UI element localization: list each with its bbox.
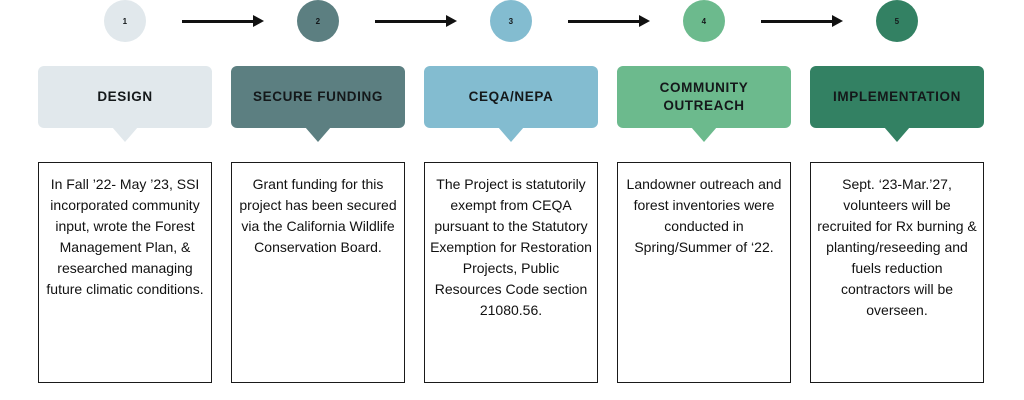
step-number-circle: 1 [104, 0, 146, 42]
arrow-head [639, 15, 650, 27]
arrow-head [446, 15, 457, 27]
step-column-5: 5 IMPLEMENTATION Sept. ‘23-Mar.’27, volu… [810, 0, 984, 400]
arrow-head [832, 15, 843, 27]
step-number: 2 [315, 16, 321, 26]
step-title: SECURE FUNDING [253, 89, 383, 104]
step-header: IMPLEMENTATION [810, 66, 984, 128]
step-column-3: 3 CEQA/NEPA The Project is statutorily e… [424, 0, 598, 400]
step-header-pointer [691, 127, 717, 142]
step-column-2: 2 SECURE FUNDING Grant funding for this … [231, 0, 405, 400]
step-title: DESIGN [97, 89, 153, 104]
step-description: The Project is statutorily exempt from C… [430, 176, 592, 318]
step-description: Landowner outreach and forest inventorie… [626, 176, 782, 255]
step-header-pointer [884, 127, 910, 142]
step-description-box: The Project is statutorily exempt from C… [424, 162, 598, 383]
arrow-step1-to-step2-icon [182, 15, 264, 28]
step-header: SECURE FUNDING [231, 66, 405, 128]
step-description: Grant funding for this project has been … [239, 176, 397, 255]
step-column-4: 4 COMMUNITY OUTREACH Landowner outreach … [617, 0, 791, 400]
step-number: 3 [508, 16, 514, 26]
step-title: CEQA/NEPA [468, 89, 554, 104]
step-title: IMPLEMENTATION [833, 89, 961, 104]
step-number-circle: 4 [683, 0, 725, 42]
step-number: 4 [701, 16, 707, 26]
step-header-pointer [305, 127, 331, 142]
arrow-shaft [182, 20, 255, 23]
step-header-pointer [112, 127, 138, 142]
arrow-step3-to-step4-icon [568, 15, 650, 28]
arrow-shaft [568, 20, 641, 23]
arrow-shaft [761, 20, 834, 23]
arrow-step2-to-step3-icon [375, 15, 457, 28]
step-number: 1 [122, 16, 128, 26]
step-description-box: Sept. ‘23-Mar.’27, volunteers will be re… [810, 162, 984, 383]
arrow-shaft [375, 20, 448, 23]
step-title: COMMUNITY OUTREACH [659, 80, 749, 113]
step-header: COMMUNITY OUTREACH [617, 66, 791, 128]
step-description-box: Landowner outreach and forest inventorie… [617, 162, 791, 383]
step-description: Sept. ‘23-Mar.’27, volunteers will be re… [817, 176, 977, 318]
step-column-1: 1 DESIGN In Fall ’22- May ’23, SSI incor… [38, 0, 212, 400]
step-description-box: In Fall ’22- May ’23, SSI incorporated c… [38, 162, 212, 383]
step-number: 5 [894, 16, 900, 26]
step-description: In Fall ’22- May ’23, SSI incorporated c… [46, 176, 204, 297]
arrow-head [253, 15, 264, 27]
step-number-circle: 5 [876, 0, 918, 42]
step-number-circle: 3 [490, 0, 532, 42]
arrow-step4-to-step5-icon [761, 15, 843, 28]
step-header: CEQA/NEPA [424, 66, 598, 128]
step-header: DESIGN [38, 66, 212, 128]
step-description-box: Grant funding for this project has been … [231, 162, 405, 383]
step-number-circle: 2 [297, 0, 339, 42]
step-header-pointer [498, 127, 524, 142]
